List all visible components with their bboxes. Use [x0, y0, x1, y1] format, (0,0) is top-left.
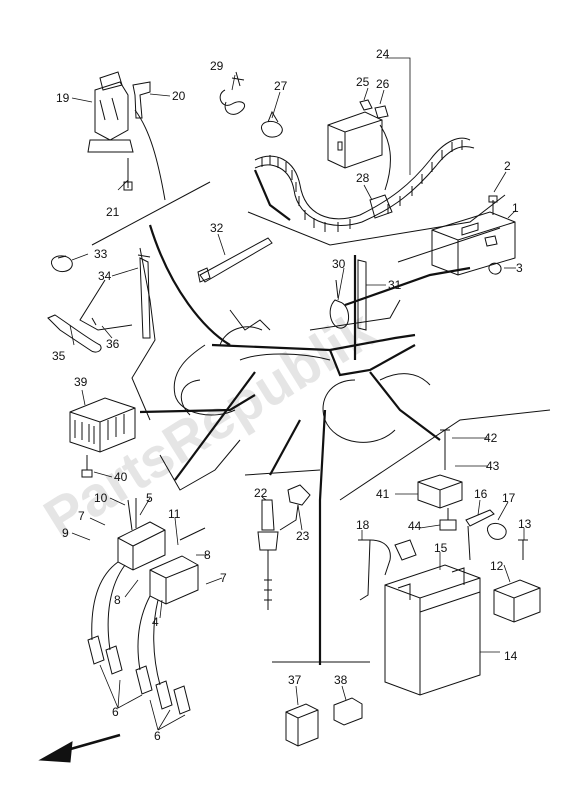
callout-c13: 13 — [518, 517, 532, 531]
callout-c9: 9 — [62, 526, 69, 540]
ecu-unit — [431, 195, 516, 276]
callout-c3: 3 — [516, 261, 523, 275]
main-harness-lines — [139, 169, 471, 665]
corrugated-tube — [254, 137, 475, 232]
callout-c27: 27 — [274, 79, 288, 93]
leader-lines — [69, 57, 525, 731]
callout-c34: 34 — [98, 269, 112, 283]
motorcycle-outline — [173, 309, 431, 443]
band-34 — [137, 254, 151, 339]
callout-c30: 30 — [332, 257, 346, 271]
clamp-29 — [219, 71, 245, 115]
callout-c28: 28 — [356, 171, 370, 185]
relay-box — [327, 99, 393, 219]
callout-c31: 31 — [388, 278, 402, 292]
battery-cable-18 — [358, 539, 417, 601]
callout-c35: 35 — [52, 349, 66, 363]
callout-c21: 21 — [106, 205, 120, 219]
callout-c6a: 6 — [112, 705, 119, 719]
callout-c25: 25 — [356, 75, 370, 89]
callout-c32: 32 — [210, 221, 224, 235]
bracket-36 — [79, 279, 133, 331]
callout-c15: 15 — [434, 541, 448, 555]
sensor-23 — [279, 484, 311, 531]
callout-c8a: 8 — [204, 548, 211, 562]
callout-c10: 10 — [94, 491, 108, 505]
callout-c24: 24 — [376, 47, 390, 61]
callout-c19: 19 — [56, 91, 70, 105]
callout-c6b: 6 — [154, 729, 161, 743]
callout-c41: 41 — [376, 487, 390, 501]
band-30 — [329, 279, 349, 329]
callout-c17: 17 — [502, 491, 516, 505]
section-divider-top — [247, 194, 506, 246]
callout-c7a: 7 — [78, 509, 85, 523]
callout-c20: 20 — [172, 89, 186, 103]
callout-c2: 2 — [504, 159, 511, 173]
ignition-switch — [87, 71, 166, 201]
callout-c38: 38 — [334, 673, 348, 687]
callout-c26: 26 — [376, 77, 390, 91]
callout-c29: 29 — [210, 59, 224, 73]
callout-c44: 44 — [408, 519, 422, 533]
sensor-22 — [257, 499, 279, 610]
section-divider-coil — [159, 439, 241, 491]
callout-c8b: 8 — [114, 593, 121, 607]
section-divider-sensor — [244, 469, 321, 476]
plug-cables — [91, 561, 161, 686]
callout-c40: 40 — [114, 470, 128, 484]
cable-tie-32 — [197, 237, 273, 283]
watermark: PartsRepublik — [33, 297, 386, 550]
callout-c4: 4 — [152, 615, 159, 629]
section-divider-left — [131, 247, 156, 421]
callout-c5: 5 — [146, 491, 153, 505]
clamp-17 — [486, 523, 507, 540]
callout-c37: 37 — [288, 673, 302, 687]
callout-c39: 39 — [74, 375, 88, 389]
strap-31 — [357, 259, 367, 331]
strap-35 — [47, 314, 102, 353]
callout-c33: 33 — [94, 247, 108, 261]
spark-plug-caps — [87, 635, 191, 715]
clamp-27 — [261, 110, 283, 138]
bracket-16 — [465, 509, 495, 561]
callout-c22: 22 — [254, 486, 268, 500]
callout-c11: 11 — [168, 507, 181, 521]
rectifier-regulator — [69, 397, 136, 478]
relay-37 — [285, 703, 319, 747]
callout-c42: 42 — [484, 431, 498, 445]
relay-41 — [417, 429, 463, 531]
relay-38 — [333, 697, 363, 726]
callout-c7b: 7 — [220, 571, 227, 585]
forward-direction-arrow — [38, 733, 121, 763]
clamp-33 — [51, 255, 73, 273]
callout-c14: 14 — [504, 649, 518, 663]
starter-relay-12 — [493, 579, 541, 623]
callout-c1: 1 — [512, 201, 519, 215]
callout-c12: 12 — [490, 559, 504, 573]
battery — [384, 564, 481, 696]
section-divider-battery — [339, 409, 551, 501]
callout-c18: 18 — [356, 518, 370, 532]
callout-c16: 16 — [474, 487, 488, 501]
section-divider-clamp — [309, 299, 401, 331]
callout-c23: 23 — [296, 529, 310, 543]
section-divider-ignition — [91, 181, 211, 246]
callout-c36: 36 — [106, 337, 120, 351]
bolt-13 — [518, 539, 528, 560]
section-divider-ecu — [397, 227, 501, 263]
callout-c43: 43 — [486, 459, 500, 473]
